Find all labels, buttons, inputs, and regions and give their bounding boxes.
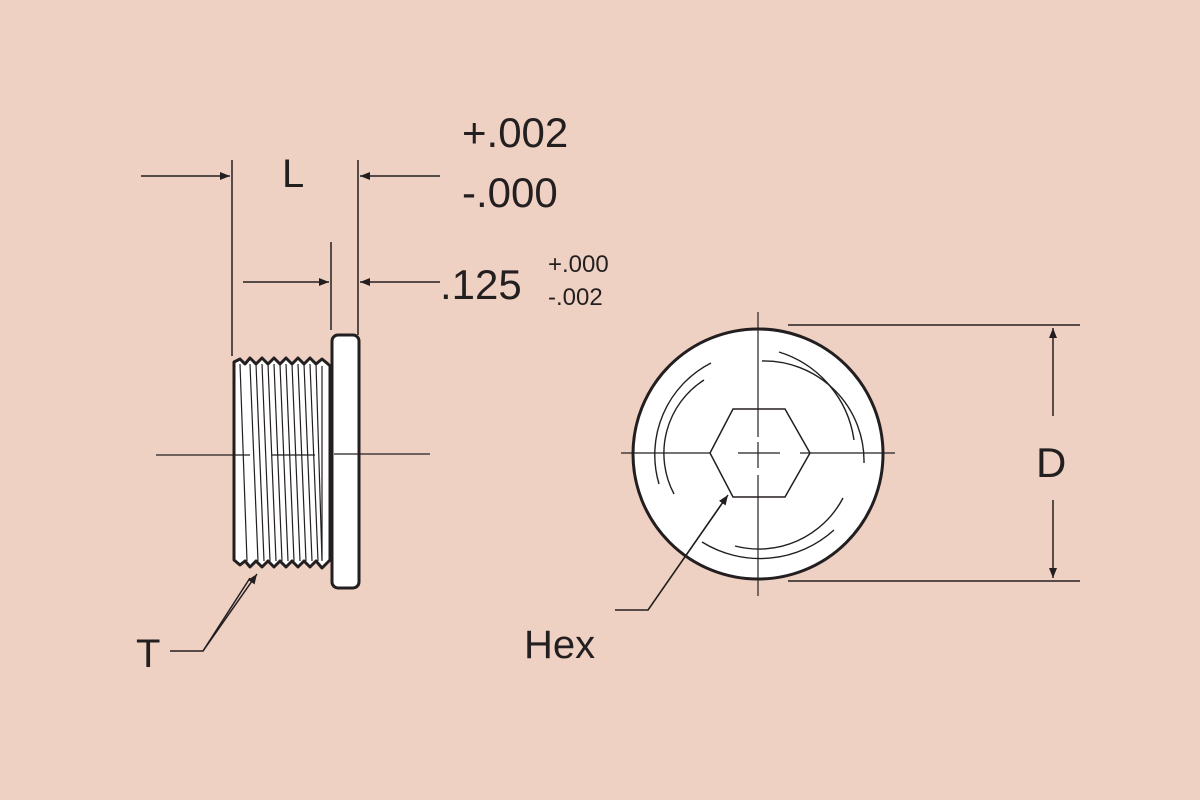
threaded-body bbox=[232, 356, 332, 570]
end-view-centerlines bbox=[621, 312, 895, 596]
flange-tolerance-plus: +.000 bbox=[548, 251, 609, 278]
side-view: L +.002 -.000 .125 +.000 -.002 T bbox=[136, 109, 609, 676]
thread-lines bbox=[239, 363, 323, 562]
length-tolerance-minus: -.000 bbox=[462, 169, 558, 216]
thread-label: T bbox=[136, 632, 160, 676]
length-label: L bbox=[282, 152, 304, 196]
end-view: Hex D bbox=[524, 312, 1080, 667]
flange-thickness: .125 bbox=[440, 261, 522, 308]
flange-tolerance-minus: -.002 bbox=[548, 284, 603, 311]
length-tolerance-plus: +.002 bbox=[462, 109, 568, 156]
flange bbox=[330, 333, 361, 590]
face-arcs bbox=[654, 351, 865, 560]
diameter-label: D bbox=[1036, 439, 1066, 486]
hex-label: Hex bbox=[524, 623, 595, 667]
